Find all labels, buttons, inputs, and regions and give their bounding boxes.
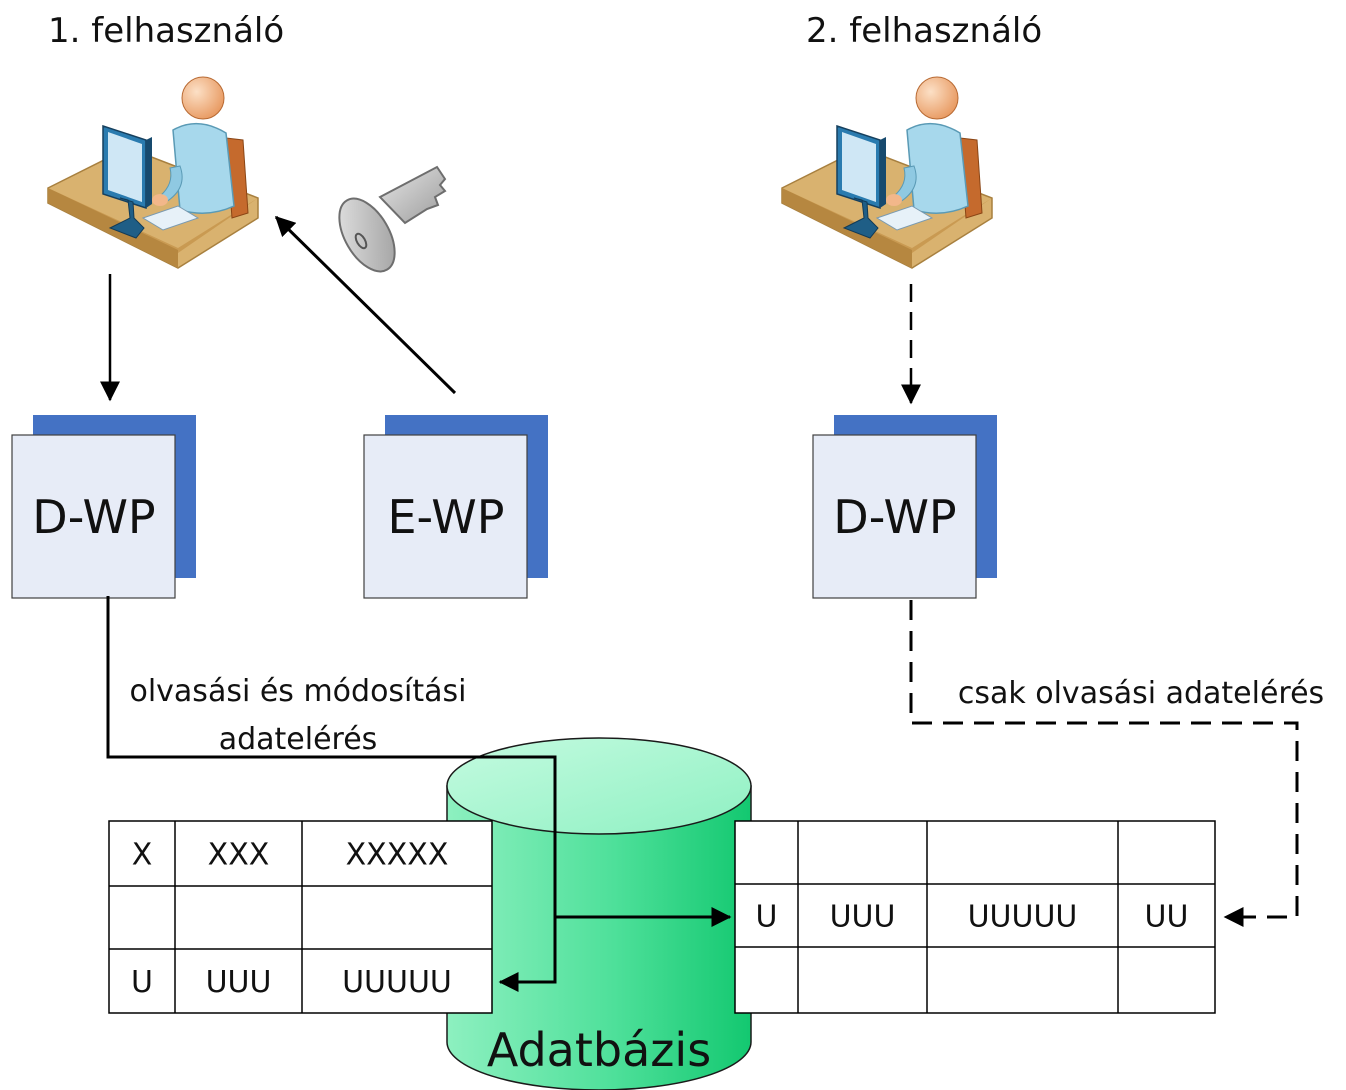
database-cylinder-icon — [446, 737, 752, 1090]
dwp2-label: D-WP — [833, 490, 956, 544]
readonly-access-label: csak olvasási adatelérés — [958, 676, 1324, 711]
left-table-background — [108, 820, 493, 1014]
left-table-cell: X — [132, 838, 153, 873]
right-table-cell: UUUUU — [968, 900, 1078, 935]
dwp2-process-box: D-WP — [812, 414, 998, 599]
dwp1-label: D-WP — [32, 490, 155, 544]
readonly-access-path — [909, 600, 1299, 927]
user-at-computer-icon — [47, 76, 259, 269]
right-table-cell: UU — [1145, 900, 1189, 935]
left-table-cell: XXXXX — [346, 838, 449, 873]
right-table-background — [734, 820, 1216, 1014]
rw-access-path — [106, 596, 557, 992]
user2-title: 2. felhasználó — [806, 11, 1042, 51]
key-icon — [338, 165, 447, 273]
rw-access-label-line1: olvasási és módosítási — [129, 674, 466, 709]
left-table-cell: UUUUU — [342, 965, 452, 1000]
right-table-cell: U — [756, 900, 778, 935]
left-table-cell: UUU — [206, 965, 272, 1000]
dwp1-process-box: D-WP — [11, 414, 197, 599]
ewp-label: E-WP — [387, 490, 504, 544]
right-table-cell: UUU — [830, 900, 896, 935]
left-table-cell: XXX — [208, 838, 270, 873]
user-at-computer-icon — [781, 76, 993, 269]
ewp-to-user1-arrow — [274, 215, 457, 395]
rw-access-label-line2: adatelérés — [219, 722, 378, 757]
user1-title: 1. felhasználó — [48, 11, 284, 51]
database-label: Adatbázis — [487, 1023, 711, 1077]
left-table-cell: U — [131, 965, 153, 1000]
ewp-process-box: E-WP — [363, 414, 549, 599]
